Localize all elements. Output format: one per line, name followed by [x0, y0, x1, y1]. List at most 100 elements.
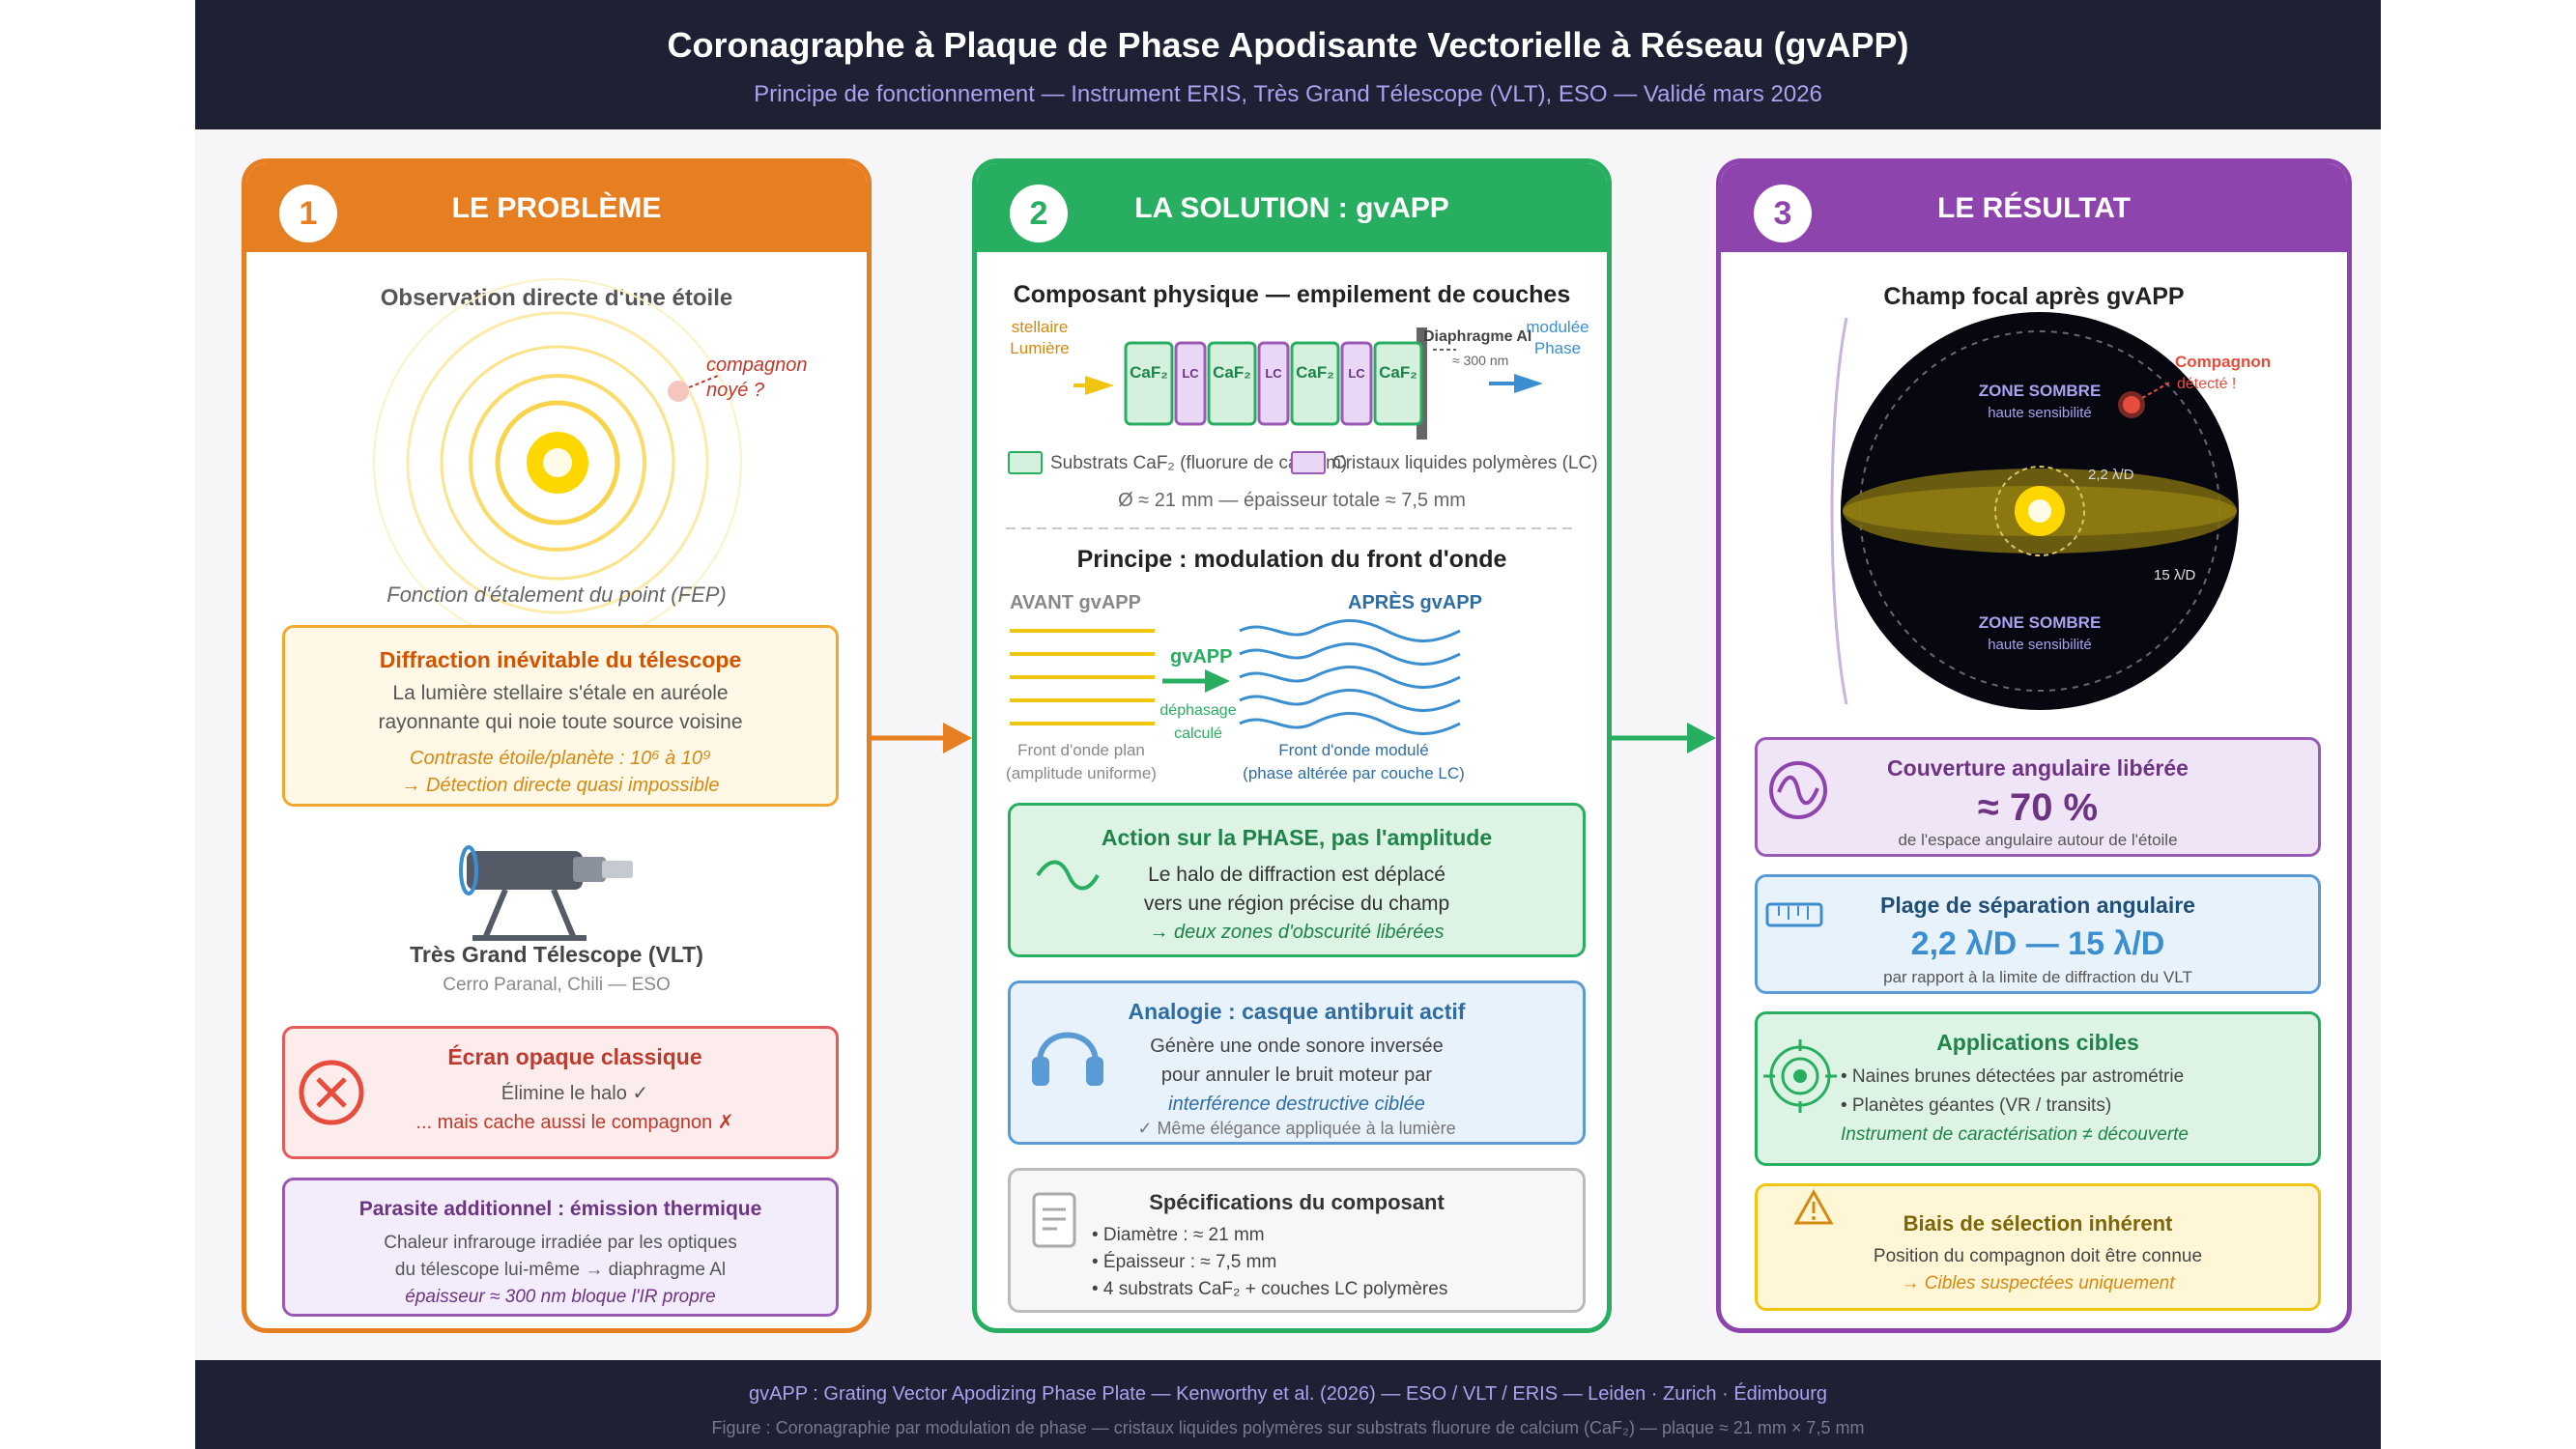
diffraction-line-2: rayonnante qui noie toute source voisine	[378, 711, 743, 733]
step-badge: 1	[279, 185, 337, 242]
analogy-box: Analogie : casque antibruit actif Génère…	[1008, 980, 1586, 1145]
column-problem: 1 LE PROBLÈME Observation directe d'une …	[242, 158, 872, 1333]
companion-dot	[2123, 396, 2140, 413]
footer-bar: gvAPP : Grating Vector Apodizing Phase P…	[195, 1360, 2381, 1449]
phase-action-line-2: vers une région précise du champ	[1143, 893, 1450, 915]
component-dimensions: Ø ≈ 21 mm — épaisseur totale ≈ 7,5 mm	[1118, 490, 1466, 511]
dark-zone-top-label: ZONE SOMBRE	[1978, 382, 2102, 400]
column-title: LE PROBLÈME	[451, 192, 662, 224]
legend-lc: Cristaux liquides polymères (LC)	[1332, 453, 1598, 473]
opaque-screen-box: Écran opaque classique Élimine le halo ✓…	[282, 1026, 839, 1159]
input-light-label-2: Lumière	[1010, 339, 1070, 357]
opaque-screen-title: Écran opaque classique	[447, 1044, 702, 1069]
selection-bias-box: Biais de sélection inhérent Position du …	[1755, 1183, 2321, 1311]
outer-radius-label: 15 λ/D	[2154, 567, 2196, 583]
page-title: Coronagraphe à Plaque de Phase Apodisant…	[667, 25, 1909, 65]
telescope-name: Très Grand Télescope (VLT)	[410, 942, 703, 967]
companion-label-1: compagnon	[706, 355, 808, 376]
dark-zone-top-sub: haute sensibilité	[1988, 405, 2092, 421]
layer-label: LC	[1182, 366, 1199, 381]
lc-layer	[1257, 341, 1290, 426]
opaque-screen-line-1: Élimine le halo ✓	[501, 1083, 649, 1104]
thermal-title: Parasite additionnel : émission thermiqu…	[358, 1198, 762, 1220]
inner-radius-label: 2,2 λ/D	[2088, 467, 2134, 483]
step-badge: 2	[1010, 185, 1068, 242]
plane-wave-caption-1: Front d'onde plan	[1017, 741, 1145, 759]
ruler-icon	[1765, 902, 1823, 927]
analogy-title: Analogie : casque antibruit actif	[1128, 999, 1466, 1024]
cross-circle-icon	[299, 1060, 364, 1125]
document-icon	[1032, 1192, 1076, 1248]
applications-title: Applications cibles	[1936, 1030, 2139, 1055]
diffraction-line-1: La lumière stellaire s'étale en auréole	[392, 682, 729, 704]
application-giant-planets: • Planètes géantes (VR / transits)	[1841, 1095, 2112, 1116]
lc-layer	[1340, 341, 1373, 426]
detection-note: → Détection directe quasi impossible	[401, 775, 720, 796]
plane-wavefront	[1010, 629, 1155, 725]
output-arrow	[1514, 374, 1543, 393]
header-bar: Coronagraphe à Plaque de Phase Apodisant…	[195, 0, 2381, 129]
separation-title: Plage de séparation angulaire	[1880, 893, 2195, 918]
coverage-sub: de l'espace angulaire autour de l'étoile	[1898, 831, 2178, 849]
column-header: 1 LE PROBLÈME	[246, 163, 867, 252]
opaque-screen-line-2: ... mais cache aussi le compagnon ✗	[415, 1112, 734, 1133]
diaphragm-thickness: ≈ 300 nm	[1452, 353, 1509, 368]
output-label-1: modulée	[1526, 318, 1589, 336]
lc-layer	[1174, 341, 1207, 426]
page-subtitle: Principe de fonctionnement — Instrument …	[754, 81, 1822, 107]
caf2-layer	[1207, 341, 1257, 426]
diffraction-box: Diffraction inévitable du télescope La l…	[282, 625, 839, 807]
inner-radius-ring	[1994, 466, 2085, 556]
dark-zone-bottom-sub: haute sensibilité	[1988, 637, 2092, 653]
phase-action-line-1: Le halo de diffraction est déplacé	[1148, 864, 1445, 886]
analogy-line-3: interférence destructive ciblée	[1168, 1094, 1425, 1115]
contrast-note: Contraste étoile/planète : 10⁶ à 10⁹	[410, 748, 711, 769]
phase-action-box: Action sur la PHASE, pas l'amplitude Le …	[1008, 803, 1586, 957]
before-label: AVANT gvAPP	[1010, 592, 1141, 613]
gvapp-arrow-label: gvAPP	[1170, 646, 1233, 668]
legend-swatch-lc	[1291, 451, 1326, 474]
column-solution: 2 LA SOLUTION : gvAPP Composant physique…	[972, 158, 1612, 1333]
selection-bias-line-1: Position du compagnon doit être connue	[1873, 1246, 2203, 1266]
layer-label: LC	[1265, 366, 1282, 381]
selection-bias-line-2: → Cibles suspectées uniquement	[1901, 1273, 2175, 1293]
wave-icon	[1036, 860, 1100, 891]
column-header: 2 LA SOLUTION : gvAPP	[977, 163, 1607, 252]
footer-caption: Figure : Coronagraphie par modulation de…	[711, 1418, 1865, 1437]
layer-label: CaF₂	[1379, 363, 1417, 382]
psf-caption: Fonction d'étalement du point (FEP)	[386, 582, 727, 607]
headphones-icon	[1032, 1032, 1103, 1086]
telescope-icon	[459, 845, 633, 941]
phase-action-title: Action sur la PHASE, pas l'amplitude	[1101, 825, 1493, 850]
separation-value: 2,2 λ/D — 15 λ/D	[1910, 925, 2165, 962]
specs-box: Spécifications du composant • Diamètre :…	[1008, 1168, 1586, 1313]
footer-citation: gvAPP : Grating Vector Apodizing Phase P…	[748, 1383, 1828, 1405]
psf-illustration	[373, 278, 742, 647]
layer-label: LC	[1348, 366, 1365, 381]
focal-field-title: Champ focal après gvAPP	[1883, 283, 2185, 310]
layer-label: CaF₂	[1213, 363, 1251, 382]
applications-note: Instrument de caractérisation ≠ découver…	[1841, 1124, 2189, 1145]
applications-box: Applications cibles • Naines brunes déte…	[1755, 1011, 2321, 1166]
thermal-line-1: Chaleur infrarouge irradiée par les opti…	[384, 1233, 737, 1253]
layer-stack-title: Composant physique — empilement de couch…	[1013, 281, 1571, 308]
sine-wave-icon	[1769, 761, 1827, 819]
telescope-location: Cerro Paranal, Chili — ESO	[443, 975, 671, 995]
plane-wave-caption-2: (amplitude uniforme)	[1006, 764, 1157, 782]
caf2-layer	[1290, 341, 1340, 426]
separation-sub: par rapport à la limite de diffraction d…	[1883, 968, 2192, 986]
caf2-layer	[1124, 341, 1174, 426]
thermal-line-2: du télescope lui-même → diaphragme Al	[394, 1260, 727, 1280]
output-label-2: Phase	[1533, 339, 1582, 357]
application-brown-dwarfs: • Naines brunes détectées par astrométri…	[1841, 1066, 2185, 1087]
principle-title: Principe : modulation du front d'onde	[1076, 546, 1507, 573]
gvapp-arrow	[1205, 669, 1230, 693]
observation-title: Observation directe d'une étoile	[380, 285, 733, 311]
analogy-line-1: Génère une onde sonore inversée	[1150, 1036, 1444, 1057]
wavefront-diagram	[1010, 619, 1461, 735]
diaphragm-label: Diaphragme Al	[1423, 328, 1532, 345]
modulated-wavefront	[1239, 619, 1461, 735]
coverage-title: Couverture angulaire libérée	[1887, 755, 2189, 781]
modulated-wave-caption-2: (phase altérée par couche LC)	[1243, 764, 1465, 782]
